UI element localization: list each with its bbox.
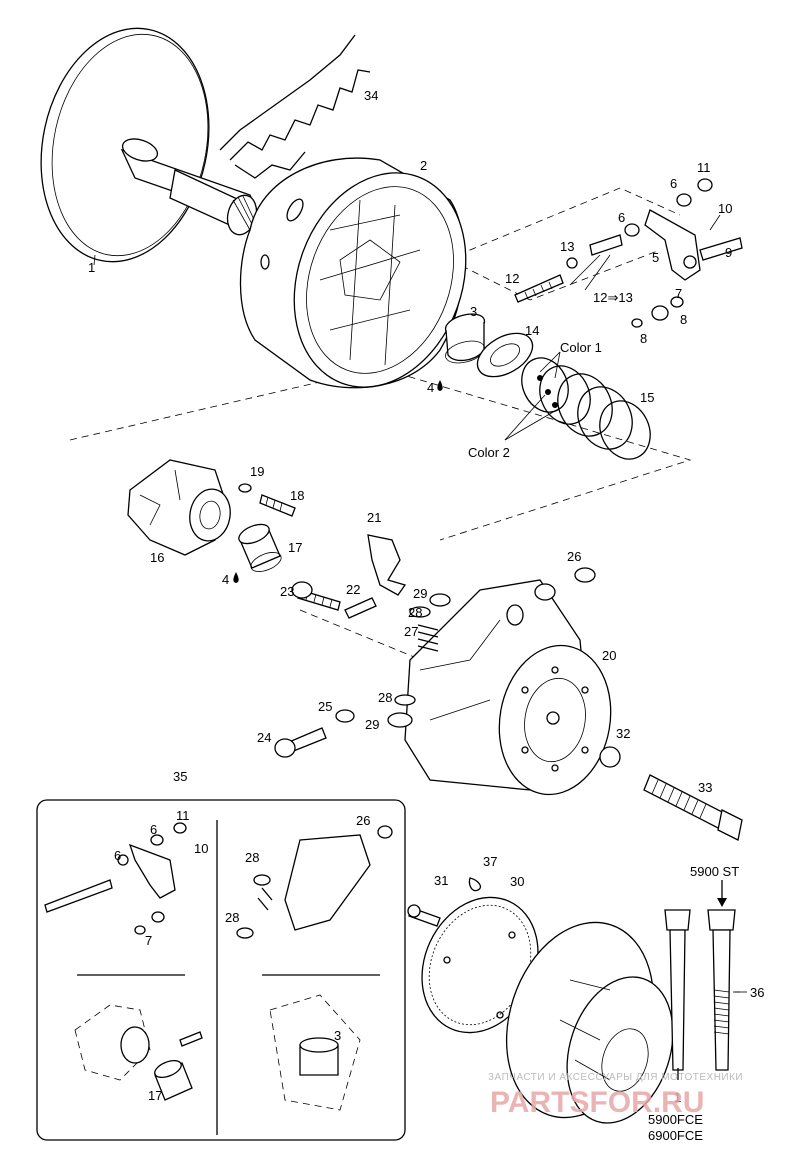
label-part-10: 10: [718, 201, 732, 216]
label-part-6a: 6: [670, 176, 677, 191]
model-5900st: 5900 ST: [690, 864, 739, 879]
watermark-tagline: ЗАПЧАСТИ И АКСЕССУАРЫ ДЛЯ МОТОТЕХНИКИ: [488, 1072, 743, 1083]
label-part-3: 3: [470, 304, 477, 319]
pulley-housing-part-2: [239, 157, 467, 389]
annotations: Color 1 Color 2 5900 ST 5900FCE 6900FCE: [468, 340, 739, 1143]
label-part-9: 9: [725, 245, 732, 260]
label-part-32: 32: [616, 726, 630, 741]
label-part-16: 16: [150, 550, 164, 565]
label-part-29a: 29: [413, 586, 427, 601]
label-part-1-lower: 1: [674, 1090, 681, 1105]
model-6900fce: 6900FCE: [648, 1128, 703, 1143]
watermark: ЗАПЧАСТИ И АКСЕССУАРЫ ДЛЯ МОТОТЕХНИКИ PA…: [488, 1072, 743, 1119]
label-part-5: 5: [652, 250, 659, 265]
label-part-12-to-13: 12⇒13: [593, 290, 633, 305]
label-part-35: 35: [173, 769, 187, 784]
label-part-18: 18: [290, 488, 304, 503]
model-5900fce: 5900FCE: [648, 1112, 703, 1127]
label-part-8a: 8: [680, 312, 687, 327]
label-part-30: 30: [510, 874, 524, 889]
label-part-19: 19: [250, 464, 264, 479]
washer-part-14: [476, 332, 534, 378]
color-2-note: Color 2: [468, 445, 510, 460]
label-part-28a: 28: [408, 605, 422, 620]
label-part-14: 14: [525, 323, 539, 338]
inset-label-26: 26: [356, 813, 370, 828]
cam-parts-16-19: [127, 459, 296, 572]
label-part-15: 15: [640, 390, 654, 405]
label-part-22: 22: [346, 582, 360, 597]
label-part-7: 7: [675, 286, 682, 301]
label-part-13: 13: [560, 239, 574, 254]
label-part-29b: 29: [365, 717, 379, 732]
color-1-note: Color 1: [560, 340, 602, 355]
label-part-11: 11: [697, 160, 711, 175]
label-part-36: 36: [750, 985, 764, 1000]
inset-label-10: 10: [194, 841, 208, 856]
belt-part-34: [219, 34, 371, 179]
label-part-27: 27: [404, 624, 418, 639]
label-part-37: 37: [483, 854, 497, 869]
inset-label-3: 3: [334, 1028, 341, 1043]
inset-label-28a: 28: [245, 850, 259, 865]
label-part-17: 17: [288, 540, 302, 555]
weights-parts-21-29: [274, 534, 596, 758]
watermark-brand-logo: PARTSFOR.RU: [490, 1086, 704, 1119]
inset-label-17: 17: [148, 1088, 162, 1103]
inset-label-6-side: 6: [114, 848, 121, 863]
ring-gear-parts-30-31-37: [407, 877, 674, 1124]
label-part-25: 25: [318, 699, 332, 714]
label-part-33: 33: [698, 780, 712, 795]
label-part-34: 34: [364, 88, 378, 103]
inset-label-11: 11: [176, 808, 190, 823]
label-part-6b: 6: [618, 210, 625, 225]
inset-labels: 11 6 10 7 26 28 28 17 3 6: [114, 808, 370, 1103]
inset-label-7: 7: [145, 933, 152, 948]
bushing-part-3: [444, 313, 486, 364]
arm-assembly-parts-5-13: [514, 178, 743, 328]
label-part-20: 20: [602, 648, 616, 663]
inset-label-6: 6: [150, 822, 157, 837]
label-part-21: 21: [367, 510, 381, 525]
label-part-1: 1: [88, 260, 95, 275]
fixed-sheave-part-20: [404, 579, 612, 796]
inset-box-35: [36, 799, 406, 1141]
label-part-23: 23: [280, 584, 294, 599]
leader-lines: [93, 254, 740, 993]
long-bolts-part-36: [664, 880, 747, 1080]
label-part-28b: 28: [378, 690, 392, 705]
label-part-2: 2: [420, 158, 427, 173]
bolt-parts-32-33: [599, 746, 743, 841]
spring-part-15: [521, 357, 651, 460]
label-part-31: 31: [434, 873, 448, 888]
label-part-24: 24: [257, 730, 271, 745]
lubricant-drop-icon: [233, 380, 443, 583]
label-part-8b: 8: [640, 331, 647, 346]
label-part-4b: 4: [222, 572, 229, 587]
label-part-12: 12: [505, 271, 519, 286]
part-number-labels: 1 2 3 4 4 5 6 6 7 8 8 9 10 11 12 12⇒13 1…: [88, 88, 764, 1105]
label-part-4a: 4: [427, 380, 434, 395]
label-part-26: 26: [567, 549, 581, 564]
drive-sheave-part-1: [40, 27, 264, 263]
inset-label-28b: 28: [225, 910, 239, 925]
